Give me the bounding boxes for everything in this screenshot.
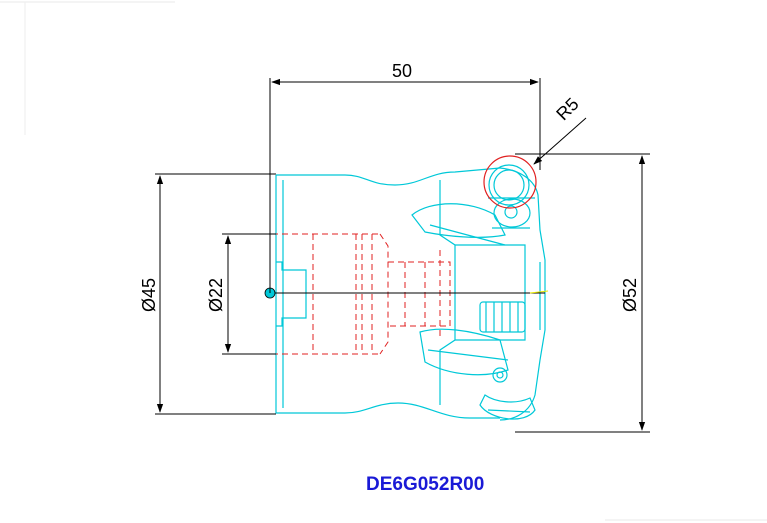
dim-cutting-diameter <box>515 153 650 433</box>
tool-body-outline <box>275 164 546 421</box>
dim-bore-diameter <box>222 233 276 355</box>
hidden-lines <box>272 233 451 355</box>
dim-radius-leader <box>533 117 587 165</box>
length-label: 50 <box>392 61 413 81</box>
dim-shank-diameter <box>155 173 276 415</box>
bore-diameter-label: Ø22 <box>206 277 227 313</box>
shank-diameter-label: Ø45 <box>139 277 160 313</box>
dim-length <box>269 78 541 293</box>
center-axis-tip <box>529 290 549 294</box>
cutting-diameter-label: Ø52 <box>620 277 641 313</box>
radius-circle <box>483 155 537 209</box>
part-code-label: DE6G052R00 <box>366 474 485 495</box>
